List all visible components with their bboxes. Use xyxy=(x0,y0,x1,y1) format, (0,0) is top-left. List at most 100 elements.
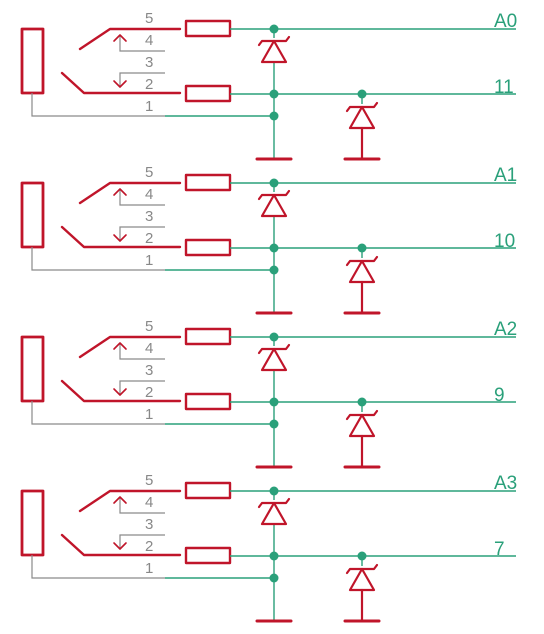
resistor-top xyxy=(184,481,232,500)
pin-label: 3 xyxy=(145,54,153,71)
junction-dot xyxy=(269,397,279,407)
zener-diode-2 xyxy=(348,259,376,284)
net-label-bottom: 11 xyxy=(494,77,514,98)
resistor-bottom xyxy=(184,84,232,103)
pin-label: 2 xyxy=(145,230,153,247)
jack-pin-1-lead xyxy=(31,401,165,425)
jack-body xyxy=(20,335,45,403)
pin-label: 4 xyxy=(145,186,153,203)
zener-diode-2-bar xyxy=(345,563,379,575)
pin-3-arrow xyxy=(113,80,127,88)
pin-4-arrow xyxy=(113,496,127,504)
pin-label: 5 xyxy=(145,472,153,489)
junction-dot xyxy=(269,573,279,583)
pin-4-arrow xyxy=(113,342,127,350)
circuit-block-1: 5 4 3 2 1 A1 10 xyxy=(20,164,517,315)
pin-label: 4 xyxy=(145,32,153,49)
pin-3-lead xyxy=(119,72,165,87)
junction-dot xyxy=(269,89,279,99)
junction-dot xyxy=(357,89,367,99)
junction-dot xyxy=(357,243,367,253)
switch-upper-contact xyxy=(78,27,182,51)
junction-dot xyxy=(269,551,279,561)
switch-upper-contact xyxy=(78,335,182,359)
net-label-bottom: 7 xyxy=(494,539,505,560)
pin-3-lead xyxy=(119,380,165,395)
junction-dot xyxy=(357,551,367,561)
circuit-block-0: 5 4 3 2 1 A0 11 xyxy=(20,10,517,161)
pin-label: 3 xyxy=(145,362,153,379)
net-label-top: A2 xyxy=(494,319,517,340)
pin-label: 3 xyxy=(145,516,153,533)
resistor-top xyxy=(184,327,232,346)
junction-dot xyxy=(269,486,279,496)
junction-dot xyxy=(269,111,279,121)
pin-label: 2 xyxy=(145,76,153,93)
net-label-bottom: 10 xyxy=(494,231,515,252)
pin-label: 3 xyxy=(145,208,153,225)
net-label-bottom: 9 xyxy=(494,385,505,406)
junction-dot xyxy=(269,24,279,34)
pin-label: 2 xyxy=(145,538,153,555)
switch-lower-contact xyxy=(60,71,182,95)
pin-label: 4 xyxy=(145,494,153,511)
net-label-top: A3 xyxy=(494,473,517,494)
resistor-top xyxy=(184,173,232,192)
switch-lower-contact xyxy=(60,379,182,403)
jack-pin-1-lead xyxy=(31,93,165,117)
pin-4-lead xyxy=(119,343,165,360)
pin-3-lead xyxy=(119,534,165,549)
pin-label: 1 xyxy=(145,252,153,269)
resistor-top xyxy=(184,19,232,38)
junction-dot xyxy=(269,265,279,275)
zener-diode-1 xyxy=(260,39,288,64)
jack-body xyxy=(20,489,45,557)
junction-dot xyxy=(269,178,279,188)
pin-label: 2 xyxy=(145,384,153,401)
zener-diode-1 xyxy=(260,347,288,372)
switch-lower-contact xyxy=(60,225,182,249)
resistor-bottom xyxy=(184,392,232,411)
zener-diode-1 xyxy=(260,193,288,218)
net-label-top: A1 xyxy=(494,165,517,186)
pin-3-arrow xyxy=(113,388,127,396)
zener-diode-2-bar xyxy=(345,409,379,421)
pin-4-arrow xyxy=(113,34,127,42)
resistor-bottom xyxy=(184,546,232,565)
pin-3-lead xyxy=(119,226,165,241)
pin-label: 1 xyxy=(145,560,153,577)
pin-4-lead xyxy=(119,189,165,206)
pin-4-lead xyxy=(119,35,165,52)
pin-label: 4 xyxy=(145,340,153,357)
pin-4-lead xyxy=(119,497,165,514)
jack-pin-1-lead xyxy=(31,247,165,271)
junction-dot xyxy=(357,397,367,407)
pin-3-arrow xyxy=(113,234,127,242)
pin-label: 1 xyxy=(145,98,153,115)
zener-diode-1-bar xyxy=(257,35,291,47)
jack-body xyxy=(20,181,45,249)
pin-label: 1 xyxy=(145,406,153,423)
junction-dot xyxy=(269,419,279,429)
zener-diode-1-bar xyxy=(257,343,291,355)
pin-label: 5 xyxy=(145,164,153,181)
switch-upper-contact xyxy=(78,489,182,513)
pin-3-arrow xyxy=(113,542,127,550)
net-label-top: A0 xyxy=(494,11,517,32)
junction-dot xyxy=(269,332,279,342)
zener-diode-1-bar xyxy=(257,189,291,201)
pin-label: 5 xyxy=(145,10,153,27)
circuit-block-3: 5 4 3 2 1 A3 7 xyxy=(20,472,517,623)
jack-body xyxy=(20,27,45,95)
zener-diode-2 xyxy=(348,413,376,438)
zener-diode-1-bar xyxy=(257,497,291,509)
zener-diode-2-bar xyxy=(345,101,379,113)
pin-4-arrow xyxy=(113,188,127,196)
switch-upper-contact xyxy=(78,181,182,205)
junction-dot xyxy=(269,243,279,253)
zener-diode-2 xyxy=(348,105,376,130)
zener-diode-2 xyxy=(348,567,376,592)
zener-diode-1 xyxy=(260,501,288,526)
